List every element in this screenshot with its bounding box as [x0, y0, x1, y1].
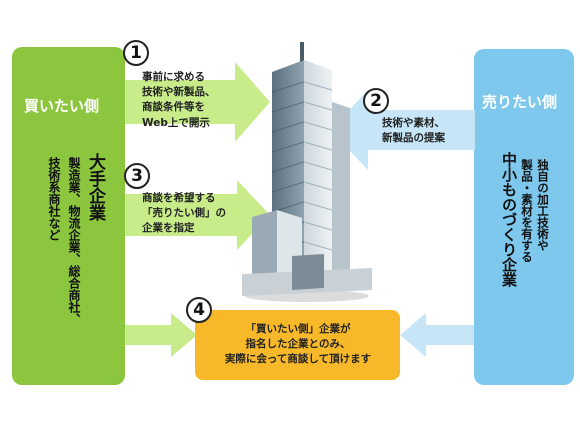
seller-title: 売りたい側: [482, 93, 558, 111]
arrow-step4-left: [125, 313, 197, 357]
step-1-number: 1: [123, 40, 149, 66]
buyer-panel: 買いたい側 大手企業 製造業、物流企業、総合商社、 技術系商社など: [12, 47, 125, 385]
step-1-line: 技術や新製品、: [142, 86, 216, 99]
step-2-line: 技術や素材、: [382, 117, 445, 129]
arrow-step3: [125, 180, 270, 250]
step-3-line: 「売りたい側」の: [142, 207, 226, 220]
step-4-text: 「買いたい側」企業が 指名した企業とのみ、 実際に会って商談して頂けます: [212, 322, 384, 368]
buyer-title: 買いたい側: [24, 97, 100, 115]
step-3-text: 商談を希望する 「売りたい側」の 企業を指定: [142, 191, 226, 237]
seller-desc-1: 独自の加工技術や: [536, 159, 550, 251]
step-1-line: 事前に求める: [142, 71, 205, 83]
buyer-main-label: 大手企業: [85, 153, 105, 221]
step-4-line: 指名した企業とのみ、: [245, 338, 351, 351]
step-1-text: 事前に求める 技術や新製品、 商談条件等を Web上で開示: [142, 70, 216, 131]
arrow-step1: [125, 62, 270, 142]
buyer-sub-label-2: 技術系商社など: [47, 157, 61, 241]
seller-main-label: 中小ものづくり企業: [500, 152, 518, 287]
step-2-line: 新製品の提案: [382, 132, 445, 145]
buyer-sub-label-1: 製造業、物流企業、総合商社、: [67, 157, 81, 325]
step-4-number: 4: [186, 297, 212, 323]
seller-panel: 売りたい側 中小ものづくり企業 独自の加工技術や 製品・素材を有する: [474, 49, 574, 385]
step-3-line: 商談を希望する: [142, 192, 216, 204]
step-4-line: 実際に会って商談して頂けます: [224, 353, 372, 366]
step-2-text: 技術や素材、 新製品の提案: [382, 116, 445, 146]
step-4-box: [195, 310, 400, 380]
arrow-step4-right: [400, 313, 474, 357]
step-2-number: 2: [363, 88, 389, 114]
step-1-line: 商談条件等を: [142, 101, 205, 114]
step-4-line: 「買いたい側」企業が: [245, 323, 351, 335]
step-3-line: 企業を指定: [142, 222, 195, 235]
step-3-number: 3: [124, 163, 150, 189]
building-illustration: [242, 42, 372, 302]
step-1-line: Web上で開示: [142, 116, 210, 129]
seller-desc-2: 製品・素材を有する: [520, 159, 534, 263]
